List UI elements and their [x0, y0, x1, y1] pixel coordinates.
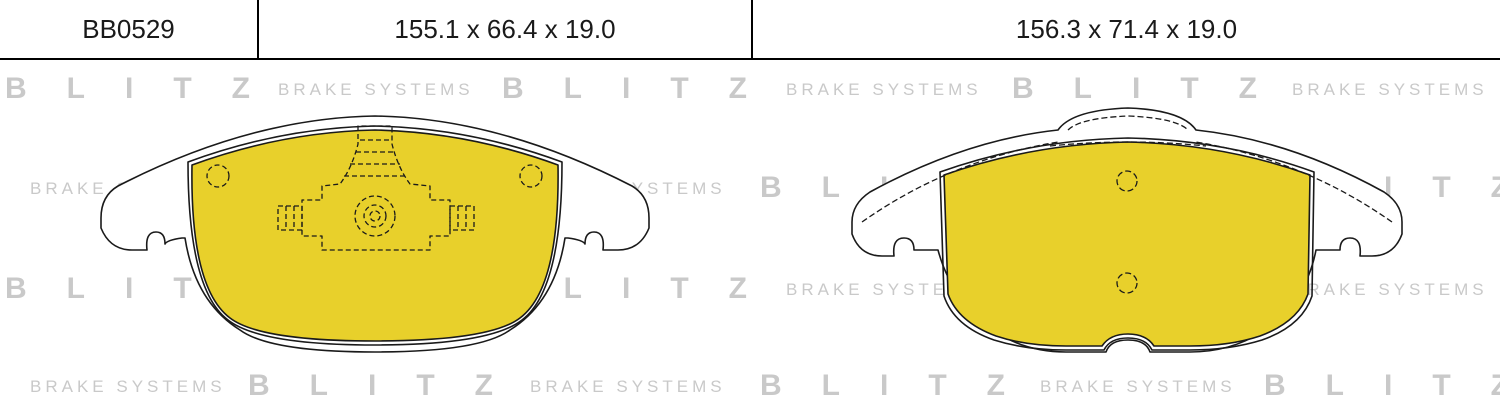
pad1-inner-outline — [187, 125, 563, 346]
pad2-dimensions: 156.3 x 71.4 x 19.0 — [1015, 13, 1238, 44]
pad1-dimensions: 155.1 x 66.4 x 19.0 — [259, 0, 753, 58]
spec-header: BB0529 155.1 x 66.4 x 19.0 156.3 x 71.4 … — [0, 0, 1500, 60]
part-number: BB0529 — [0, 0, 259, 58]
brake-pad-drawing — [100, 107, 1403, 353]
pad1-friction-material — [191, 129, 559, 342]
pad2-friction-material — [943, 141, 1311, 347]
pad2-inner-outline — [939, 137, 1315, 351]
